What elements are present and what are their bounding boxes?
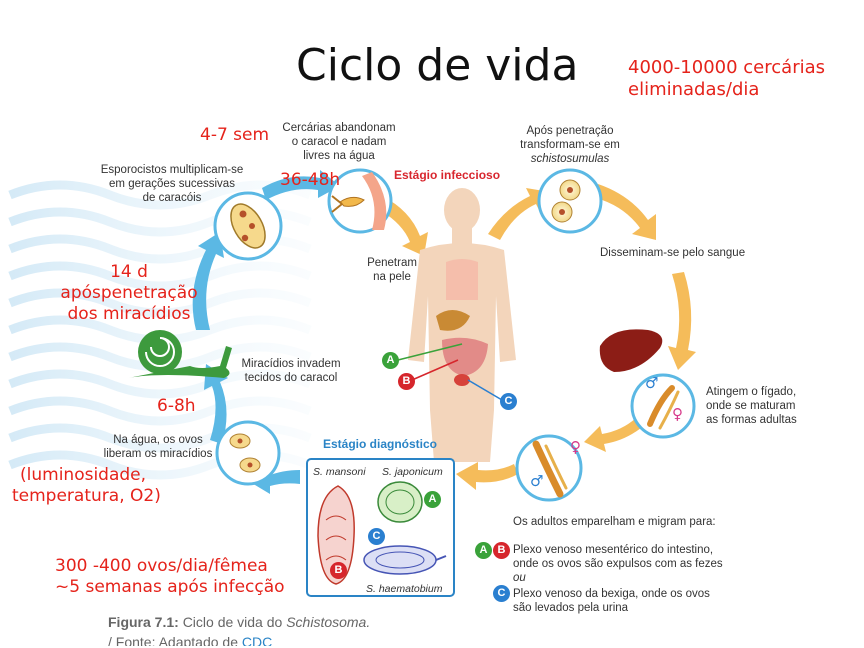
cercarias-annotation: 4000-10000 cercárias eliminadas/dia bbox=[628, 57, 825, 100]
disseminam-label: Disseminam-se pelo sangue bbox=[600, 247, 746, 259]
weeks-annotation: 4-7 sem bbox=[200, 125, 270, 145]
na-agua-label: Na água, os ovos liberam os miracídios bbox=[103, 434, 213, 460]
snail-icon bbox=[128, 330, 232, 378]
plexo-bexiga-label: Plexo venoso da bexiga, onde os ovos são… bbox=[513, 588, 710, 614]
atingem-label: Atingem o fígado, onde se maturam as for… bbox=[706, 386, 797, 426]
eggs-annotation: 300 -400 ovos/dia/fêmea ~5 semanas após … bbox=[55, 556, 285, 597]
sporocyst-icon bbox=[230, 203, 266, 249]
penetram-label: Penetram na pele bbox=[367, 257, 417, 283]
estagio-infeccioso-label: Estágio infeccioso bbox=[394, 168, 501, 182]
egg-miracidia-icon bbox=[229, 433, 261, 473]
esporocistos-label: Esporocistos multiplicam-se em gerações … bbox=[100, 164, 244, 204]
s-mansoni-egg-icon bbox=[317, 485, 355, 585]
badge-a-diagnostic: A bbox=[424, 491, 441, 508]
badge-b-diagnostic: B bbox=[330, 562, 347, 579]
male-symbol-paired: ♂ bbox=[530, 472, 544, 490]
human-body-icon bbox=[408, 188, 516, 462]
adultos-label: Os adultos emparelham e migram para: bbox=[513, 516, 716, 528]
apos-penetracao-label: Após penetração transformam-se em schist… bbox=[520, 125, 620, 165]
estagio-diagnostico-label: Estágio diagnóstico bbox=[323, 437, 438, 451]
paired-worms-icon bbox=[532, 440, 568, 498]
badge-c-diagnostic: C bbox=[368, 528, 385, 545]
page-title: Ciclo de vida bbox=[296, 40, 579, 91]
schistosomula-icon bbox=[551, 179, 581, 223]
cercaria-icon bbox=[331, 172, 387, 230]
miracidios-label: Miracídios invadem tecidos do caracol bbox=[241, 358, 341, 384]
cercarias-abandonam-label: Cercárias abandonam o caracol e nadam li… bbox=[282, 122, 396, 162]
female-symbol-liver: ♀ bbox=[672, 405, 683, 423]
conditions-annotation: (luminosidade, temperatura, O2) bbox=[12, 465, 161, 506]
figure-source: / Fonte: Adaptado de CDC bbox=[108, 634, 272, 646]
s-haematobium-label: S. haematobium bbox=[366, 583, 443, 595]
badge-a-human: A bbox=[382, 352, 399, 369]
s-mansoni-label: S. mansoni bbox=[313, 466, 366, 478]
hours-6-8-annotation: 6-8h bbox=[157, 396, 196, 416]
hours-36-48-annotation: 36-48h bbox=[280, 170, 341, 190]
badge-a-legend: A bbox=[475, 542, 492, 559]
badge-c-human: C bbox=[500, 393, 517, 410]
badge-b-human: B bbox=[398, 373, 415, 390]
badge-c-legend: C bbox=[493, 585, 510, 602]
liver-icon bbox=[599, 329, 663, 372]
figure-caption: Figura 7.1: Ciclo de vida do Schistosoma… bbox=[108, 614, 371, 630]
adult-worm-icon bbox=[647, 385, 680, 430]
s-japonicum-label: S. japonicum bbox=[382, 466, 443, 478]
plexo-mesenterico-label: Plexo venoso mesentérico do intestino, o… bbox=[513, 544, 723, 584]
female-symbol-paired: ♀ bbox=[570, 438, 581, 456]
s-haematobium-egg-icon bbox=[363, 545, 447, 575]
blue-arrows bbox=[192, 170, 340, 494]
badge-pointer-lines bbox=[397, 343, 503, 401]
s-japonicum-egg-icon bbox=[377, 481, 423, 523]
cdc-link[interactable]: CDC bbox=[241, 634, 273, 646]
male-symbol-liver: ♂ bbox=[645, 374, 659, 392]
days14-annotation: 14 d apóspenetração dos miracídios bbox=[60, 262, 198, 324]
badge-b-legend: B bbox=[493, 542, 510, 559]
